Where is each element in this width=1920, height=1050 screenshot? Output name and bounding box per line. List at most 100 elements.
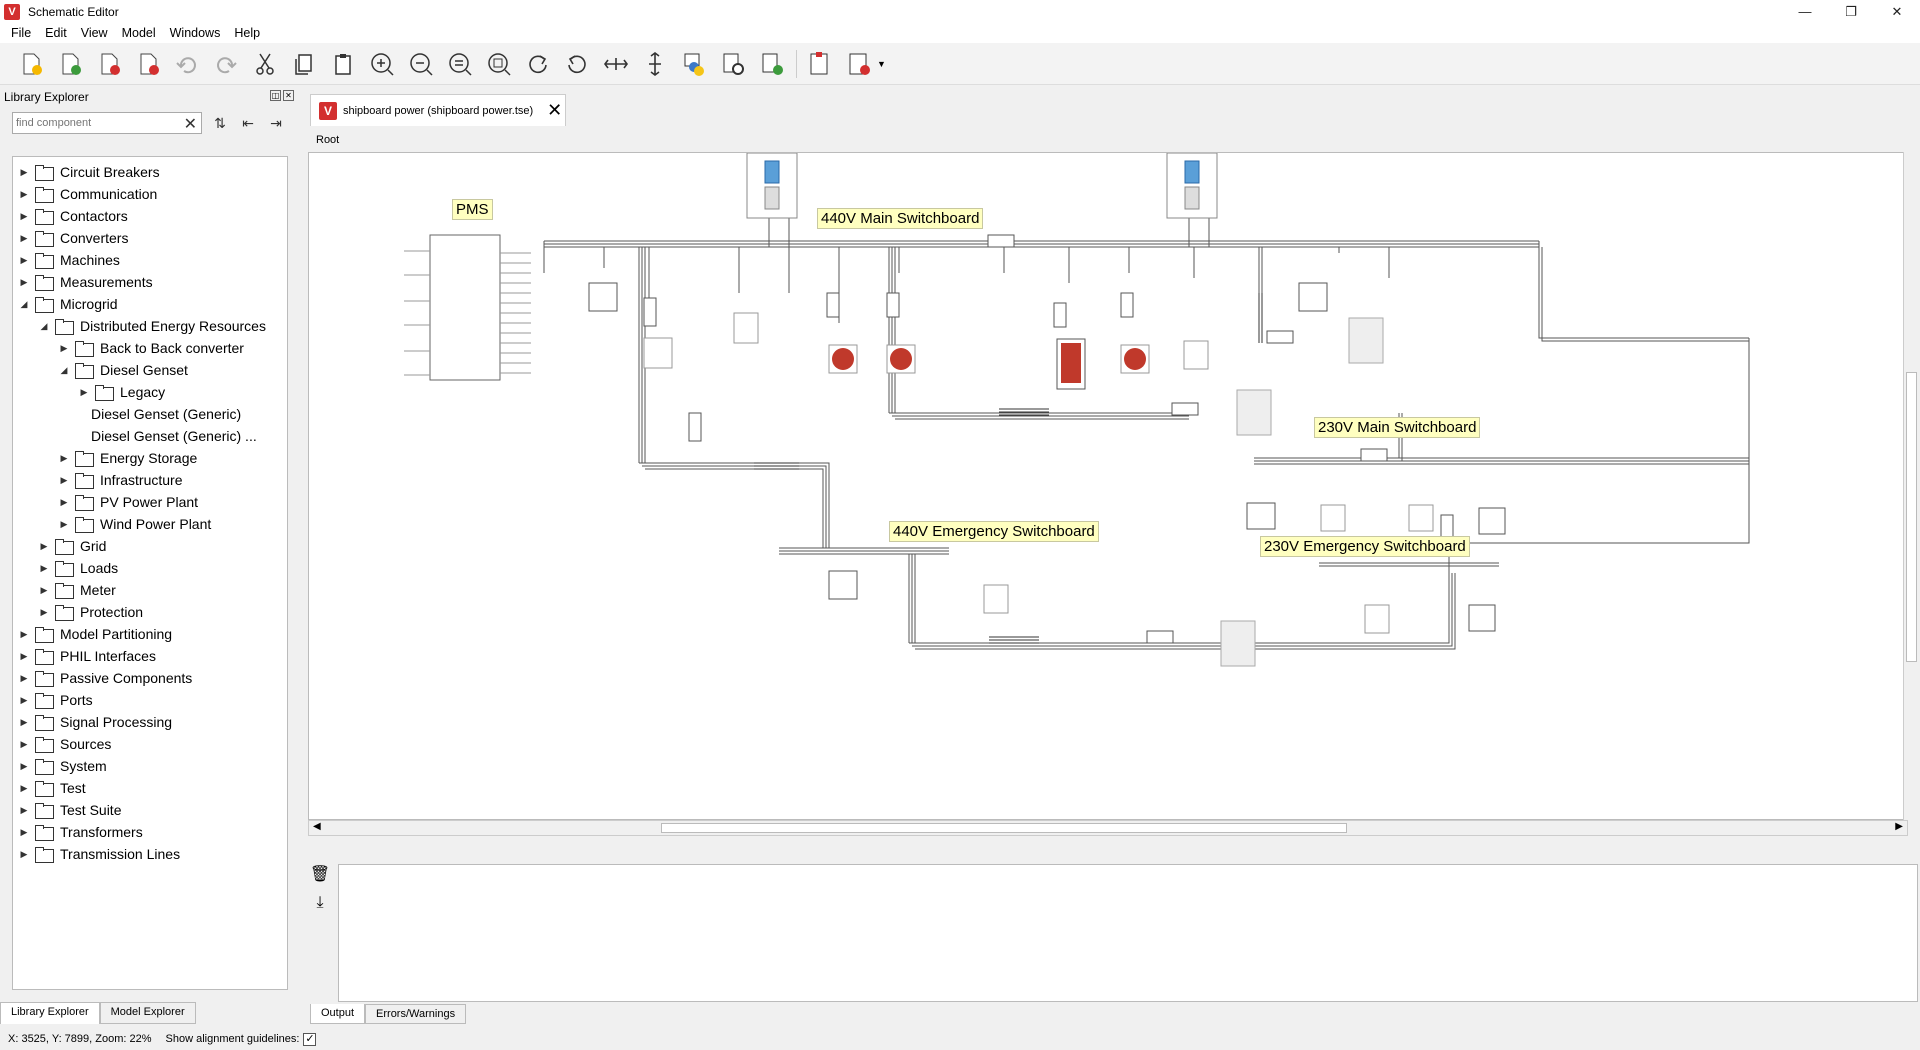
tree-node[interactable]: Diesel Genset (Generic) ... [13, 425, 287, 447]
menu-view[interactable]: View [74, 26, 115, 40]
schematic-canvas[interactable]: PMS 440V Main Switchboard 230V Main Swit… [308, 152, 1908, 820]
chevron-right-icon[interactable]: ▶ [37, 585, 51, 596]
close-panel-icon[interactable]: ✕ [283, 90, 294, 101]
tree-node[interactable]: ▶System [13, 755, 287, 777]
chevron-right-icon[interactable]: ▶ [17, 167, 31, 178]
compile-load-button[interactable] [844, 49, 874, 79]
440v-emergency-switchboard-label[interactable]: 440V Emergency Switchboard [889, 521, 1099, 542]
tree-node[interactable]: ▶Energy Storage [13, 447, 287, 469]
tree-node[interactable]: ▶Loads [13, 557, 287, 579]
tree-node[interactable]: ◢Distributed Energy Resources [13, 315, 287, 337]
flip-horizontal-button[interactable] [601, 49, 631, 79]
230v-main-switchboard-label[interactable]: 230V Main Switchboard [1314, 417, 1480, 438]
horizontal-scrollbar[interactable]: ◀ ▶ [308, 820, 1908, 836]
zoom-out-button[interactable] [406, 49, 436, 79]
tree-node[interactable]: ▶Contactors [13, 205, 287, 227]
close-tab-icon[interactable]: ✕ [547, 100, 562, 121]
cut-button[interactable] [250, 49, 280, 79]
breadcrumb[interactable]: Root [316, 134, 339, 146]
vertical-scroll-thumb[interactable] [1906, 372, 1917, 662]
flip-vertical-button[interactable] [640, 49, 670, 79]
new-from-template-button[interactable] [55, 49, 85, 79]
rotate-left-button[interactable] [562, 49, 592, 79]
scroll-to-end-icon[interactable]: ⤓ [308, 894, 332, 924]
save-as-button[interactable] [133, 49, 163, 79]
python-script-button[interactable] [679, 49, 709, 79]
tab-output[interactable]: Output [310, 1004, 365, 1024]
chevron-right-icon[interactable]: ▶ [17, 805, 31, 816]
chevron-right-icon[interactable]: ▶ [17, 651, 31, 662]
tree-node[interactable]: Diesel Genset (Generic) [13, 403, 287, 425]
chevron-right-icon[interactable]: ▶ [17, 673, 31, 684]
horizontal-scroll-thumb[interactable] [661, 823, 1347, 833]
menu-help[interactable]: Help [227, 26, 267, 40]
zoom-fit-button[interactable] [445, 49, 475, 79]
chevron-right-icon[interactable]: ▶ [37, 563, 51, 574]
expand-all-icon[interactable]: ⇤ [238, 113, 258, 133]
tree-node[interactable]: ▶Signal Processing [13, 711, 287, 733]
tab-model-explorer[interactable]: Model Explorer [100, 1002, 196, 1024]
tab-errors-warnings[interactable]: Errors/Warnings [365, 1004, 466, 1024]
clear-search-icon[interactable]: ✕ [184, 114, 197, 134]
tree-node[interactable]: ▶Transmission Lines [13, 843, 287, 865]
tree-node[interactable]: ▶PHIL Interfaces [13, 645, 287, 667]
zoom-in-button[interactable] [367, 49, 397, 79]
chevron-right-icon[interactable]: ▶ [17, 189, 31, 200]
440v-main-switchboard-label[interactable]: 440V Main Switchboard [817, 208, 983, 229]
menu-edit[interactable]: Edit [38, 26, 74, 40]
tree-node[interactable]: ▶Meter [13, 579, 287, 601]
chevron-down-icon[interactable]: ◢ [57, 365, 71, 376]
close-button[interactable]: ✕ [1874, 0, 1920, 23]
tree-node[interactable]: ▶Back to Back converter [13, 337, 287, 359]
chevron-right-icon[interactable]: ▶ [17, 695, 31, 706]
tree-node[interactable]: ▶Test [13, 777, 287, 799]
tree-node[interactable]: ▶Communication [13, 183, 287, 205]
tree-node[interactable]: ▶Protection [13, 601, 287, 623]
chevron-right-icon[interactable]: ▶ [37, 541, 51, 552]
tree-node[interactable]: ◢Microgrid [13, 293, 287, 315]
maximize-button[interactable]: ❐ [1828, 0, 1874, 23]
tree-node[interactable]: ▶Infrastructure [13, 469, 287, 491]
chevron-right-icon[interactable]: ▶ [17, 739, 31, 750]
tree-node[interactable]: ▶Grid [13, 535, 287, 557]
chevron-right-icon[interactable]: ▶ [17, 849, 31, 860]
tree-node[interactable]: ▶Transformers [13, 821, 287, 843]
tree-node[interactable]: ▶Test Suite [13, 799, 287, 821]
search-input[interactable] [13, 113, 178, 133]
tree-node[interactable]: ▶PV Power Plant [13, 491, 287, 513]
save-button[interactable] [94, 49, 124, 79]
chevron-right-icon[interactable]: ▶ [37, 607, 51, 618]
chevron-right-icon[interactable]: ▶ [17, 629, 31, 640]
compile-button[interactable] [757, 49, 787, 79]
chevron-right-icon[interactable]: ▶ [17, 827, 31, 838]
clear-output-icon[interactable]: 🗑 [308, 864, 332, 894]
sort-az-icon[interactable]: ⇅ [210, 113, 230, 133]
chevron-down-icon[interactable]: ◢ [17, 299, 31, 310]
vertical-scrollbar[interactable] [1903, 152, 1919, 820]
chevron-down-icon[interactable]: ▼ [877, 59, 886, 69]
chevron-right-icon[interactable]: ▶ [17, 233, 31, 244]
guidelines-checkbox[interactable]: ✓ [303, 1033, 316, 1046]
chevron-right-icon[interactable]: ▶ [17, 761, 31, 772]
chevron-right-icon[interactable]: ▶ [57, 343, 71, 354]
menu-file[interactable]: File [4, 26, 38, 40]
tree-node[interactable]: ▶Passive Components [13, 667, 287, 689]
export-button[interactable] [805, 49, 835, 79]
redo-button[interactable] [211, 49, 241, 79]
tree-node[interactable]: ▶Model Partitioning [13, 623, 287, 645]
zoom-selection-button[interactable] [484, 49, 514, 79]
menu-windows[interactable]: Windows [163, 26, 228, 40]
tree-node[interactable]: ◢Diesel Genset [13, 359, 287, 381]
collapse-all-icon[interactable]: ⇥ [266, 113, 286, 133]
chevron-right-icon[interactable]: ▶ [57, 497, 71, 508]
chevron-right-icon[interactable]: ▶ [17, 255, 31, 266]
rotate-right-button[interactable] [523, 49, 553, 79]
tree-node[interactable]: ▶Wind Power Plant [13, 513, 287, 535]
chevron-right-icon[interactable]: ▶ [57, 519, 71, 530]
chevron-right-icon[interactable]: ▶ [17, 277, 31, 288]
paste-button[interactable] [328, 49, 358, 79]
chevron-down-icon[interactable]: ◢ [37, 321, 51, 332]
tree-node[interactable]: ▶Converters [13, 227, 287, 249]
tree-node[interactable]: ▶Measurements [13, 271, 287, 293]
chevron-right-icon[interactable]: ▶ [57, 475, 71, 486]
